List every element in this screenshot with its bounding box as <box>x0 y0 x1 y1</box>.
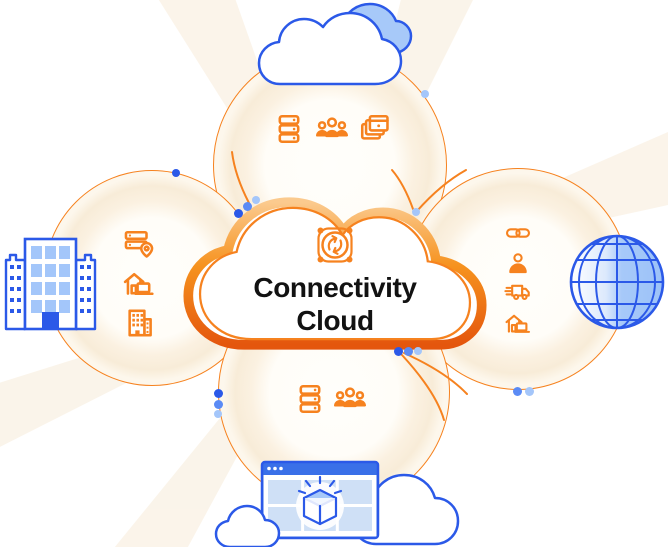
office-building-illustration <box>4 237 97 331</box>
team-icon <box>333 382 367 416</box>
connectivity-globe-icon <box>313 223 357 267</box>
team-icon <box>315 112 349 146</box>
connector-dot <box>242 201 252 211</box>
home-laptop-icon <box>504 309 532 337</box>
clouds-illustration <box>257 2 413 86</box>
left-cluster <box>122 226 156 340</box>
connector-dot <box>524 386 534 396</box>
browser-window <box>260 460 380 540</box>
center-cloud-label-line1: Connectivity <box>253 272 417 303</box>
connector-dot <box>213 388 223 398</box>
connector-dot <box>214 410 222 418</box>
home-laptop-icon <box>122 266 156 300</box>
connector-dot <box>393 346 403 356</box>
globe-illustration <box>569 234 665 330</box>
connector-dot <box>414 347 422 355</box>
office-building-icon <box>122 306 156 340</box>
browser-window-cube-clouds-illustration <box>214 460 460 547</box>
right-cluster <box>504 219 532 337</box>
database-icon <box>293 382 327 416</box>
center-cloud-label: Connectivity Cloud <box>179 271 491 337</box>
connector-dot <box>403 346 413 356</box>
cube <box>297 475 343 526</box>
center-cloud <box>183 197 487 350</box>
connector-dot <box>512 386 522 396</box>
connector-dot <box>412 208 420 216</box>
connector-dot <box>213 399 223 409</box>
bottom-cluster <box>293 382 367 416</box>
connector-dot <box>172 169 180 177</box>
link-icon <box>504 219 532 247</box>
database-icon <box>272 112 306 146</box>
connector-dot <box>421 90 429 98</box>
top-cluster <box>272 112 392 146</box>
app-stack-icon <box>358 112 392 146</box>
connector-dot <box>233 208 243 218</box>
connector-dot <box>252 196 260 204</box>
server-location-icon <box>122 226 156 260</box>
center-cloud-label-line2: Cloud <box>296 305 374 336</box>
person-icon <box>504 249 532 277</box>
delivery-truck-icon <box>504 279 532 307</box>
